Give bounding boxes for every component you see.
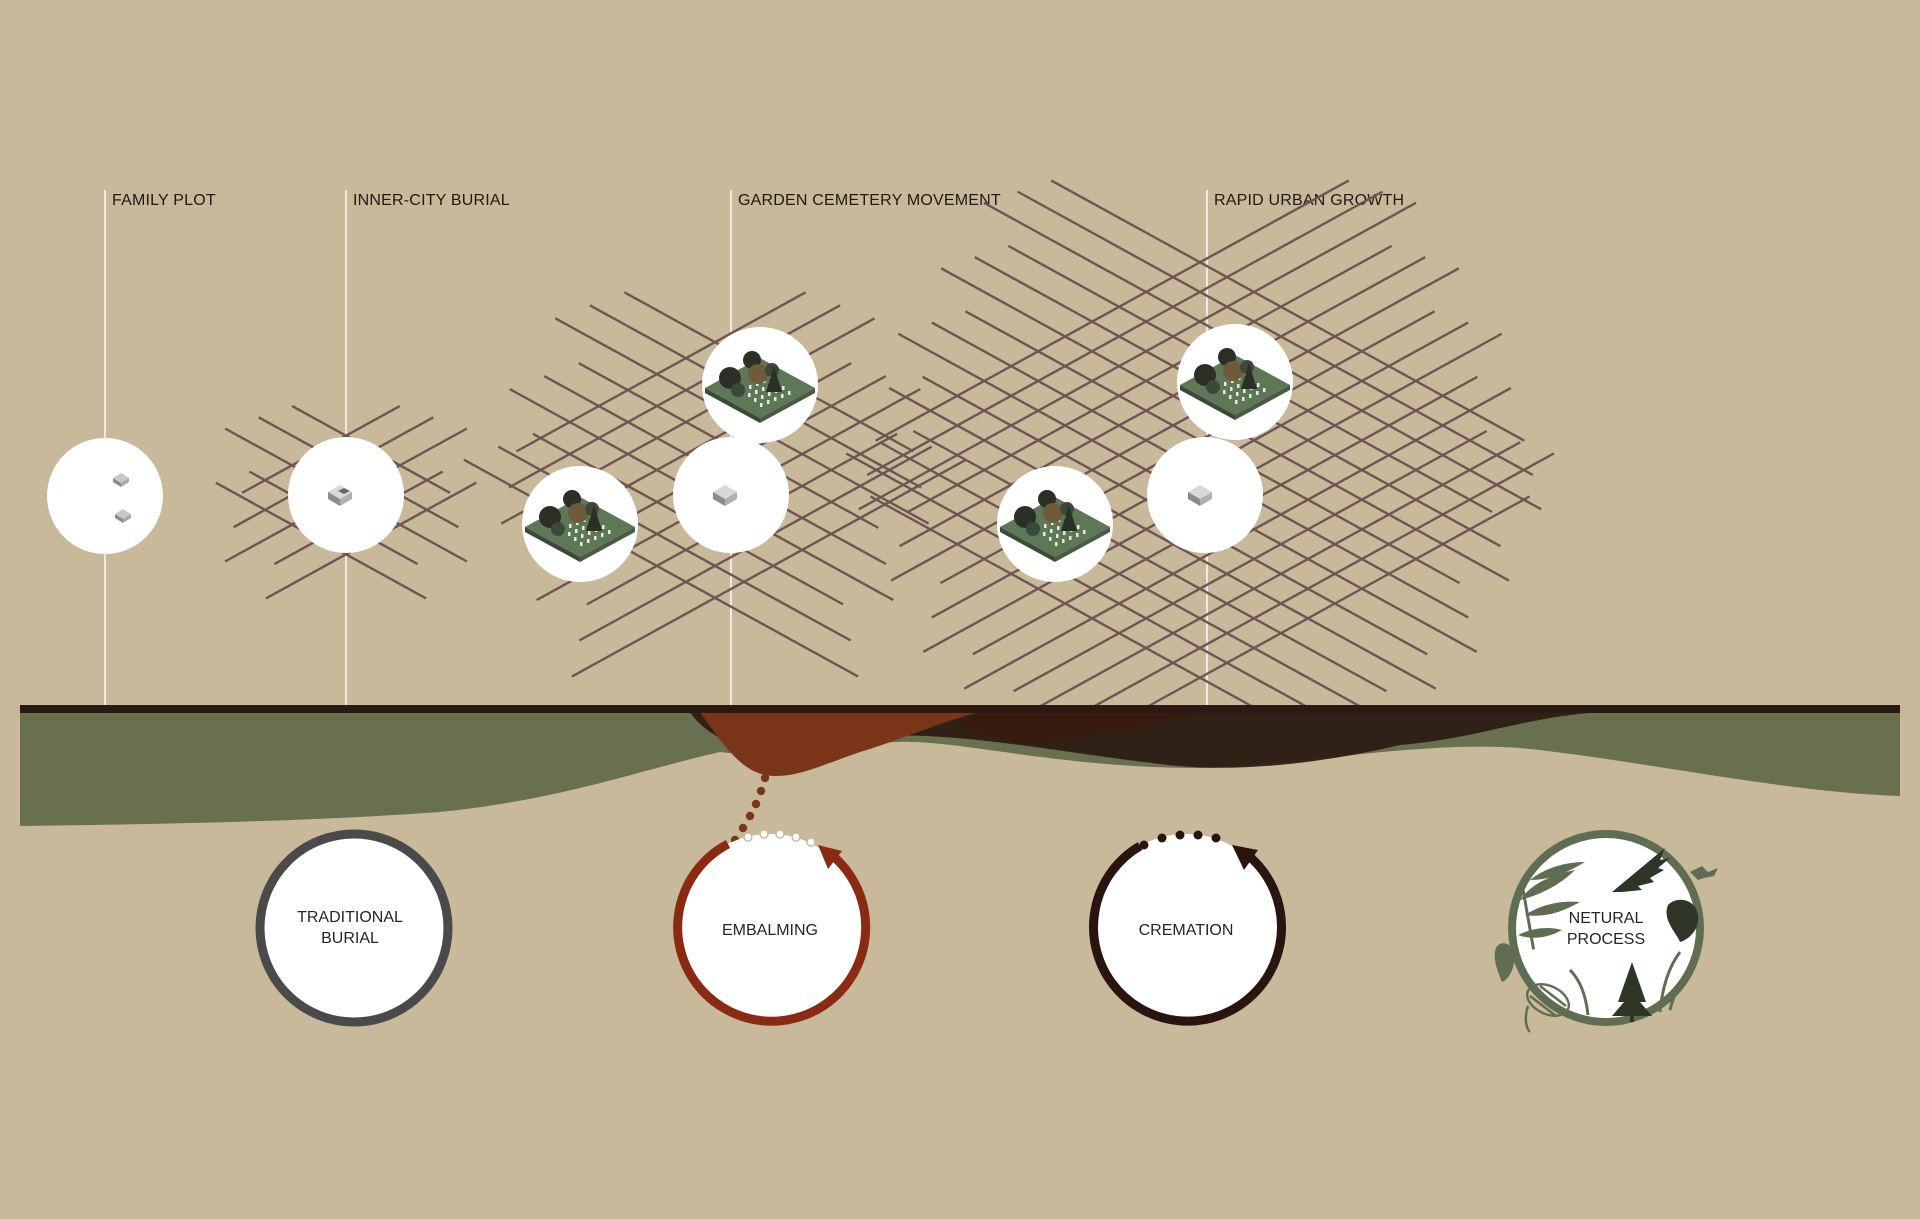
street-line [858, 201, 1417, 511]
family-grave-marker-icon [115, 509, 131, 523]
family-grave-marker-icon [113, 473, 129, 487]
traditional-burial-node: TRADITIONAL BURIAL [255, 829, 453, 1027]
street-line [888, 386, 1437, 690]
cemetery-park-icon [525, 490, 635, 562]
process-circles: TRADITIONAL BURIAL EMBALMING [255, 829, 1718, 1033]
fern-frond-icon [1612, 848, 1670, 892]
street-line [866, 190, 1384, 477]
soil-layer-rust [700, 712, 980, 776]
soil-layer-mid [960, 712, 1200, 743]
embalming-dots [743, 829, 816, 847]
traditional-burial-ring [255, 829, 453, 1027]
bird-icon [1690, 866, 1718, 880]
street-line [1050, 179, 1525, 442]
bamboo-leaves-icon [1518, 862, 1585, 950]
cremation-label: CREMATION [1139, 922, 1234, 939]
ground-band [20, 705, 1900, 826]
cremation-node: CREMATION [1089, 830, 1287, 1026]
street-line [1012, 429, 1488, 693]
ground-surface-line [20, 705, 1900, 713]
embalming-node: EMBALMING [673, 829, 871, 1026]
era-label-inner-city-burial: INNER-CITY BURIAL [353, 192, 510, 209]
era-label-family-plot: FAMILY PLOT [112, 192, 216, 209]
seed-pod-icon [1494, 943, 1515, 982]
church-building-icon [713, 485, 737, 506]
street-line [515, 291, 807, 453]
natural-process-label-line2: PROCESS [1567, 931, 1645, 948]
cremation-ring [1089, 842, 1287, 1026]
leaf-icon [1666, 899, 1699, 942]
street-line [571, 458, 967, 678]
street-line [463, 458, 859, 678]
cemetery-park-icon [1000, 490, 1110, 562]
embalming-ring [673, 840, 871, 1026]
street-line [869, 495, 1265, 712]
pine-tree-icon [1612, 962, 1652, 1022]
cremation-dots [1139, 830, 1221, 850]
era-labels: FAMILY PLOT INNER-CITY BURIAL GARDEN CEM… [104, 190, 1404, 708]
street-line [879, 441, 1373, 712]
street-line [875, 179, 1350, 442]
street-line [890, 267, 1460, 582]
street-line [912, 429, 1388, 693]
street-line [898, 256, 1426, 548]
cremation-arrow-icon [1232, 845, 1258, 870]
natural-process-label-line1: NETURAL [1569, 910, 1644, 927]
site-circles [47, 324, 1293, 582]
street-line [1027, 441, 1521, 712]
street-line [1135, 495, 1531, 712]
grass-icon [1568, 951, 1695, 1016]
embalming-label: EMBALMING [722, 922, 818, 939]
traditional-burial-label-line2: BURIAL [321, 930, 379, 947]
traditional-burial-label-line1: TRADITIONAL [297, 909, 403, 926]
family-plot-circle [47, 438, 163, 554]
street-line [1016, 190, 1534, 477]
street-grids [59, 179, 1555, 712]
snail-shell-icon [1524, 983, 1570, 1033]
embalming-connector [730, 760, 773, 845]
cemetery-park-icon [705, 351, 815, 423]
cemetery-park-icon [1180, 348, 1290, 420]
era-label-garden-cemetery: GARDEN CEMETERY MOVEMENT [738, 192, 1001, 209]
church-building-icon [328, 485, 352, 506]
street-line [907, 244, 1393, 513]
church-building-icon [1188, 485, 1212, 506]
embalming-arrow-icon [818, 845, 842, 869]
natural-process-node: NETURAL PROCESS [1494, 830, 1718, 1033]
urban-growth-grid [845, 179, 1555, 712]
